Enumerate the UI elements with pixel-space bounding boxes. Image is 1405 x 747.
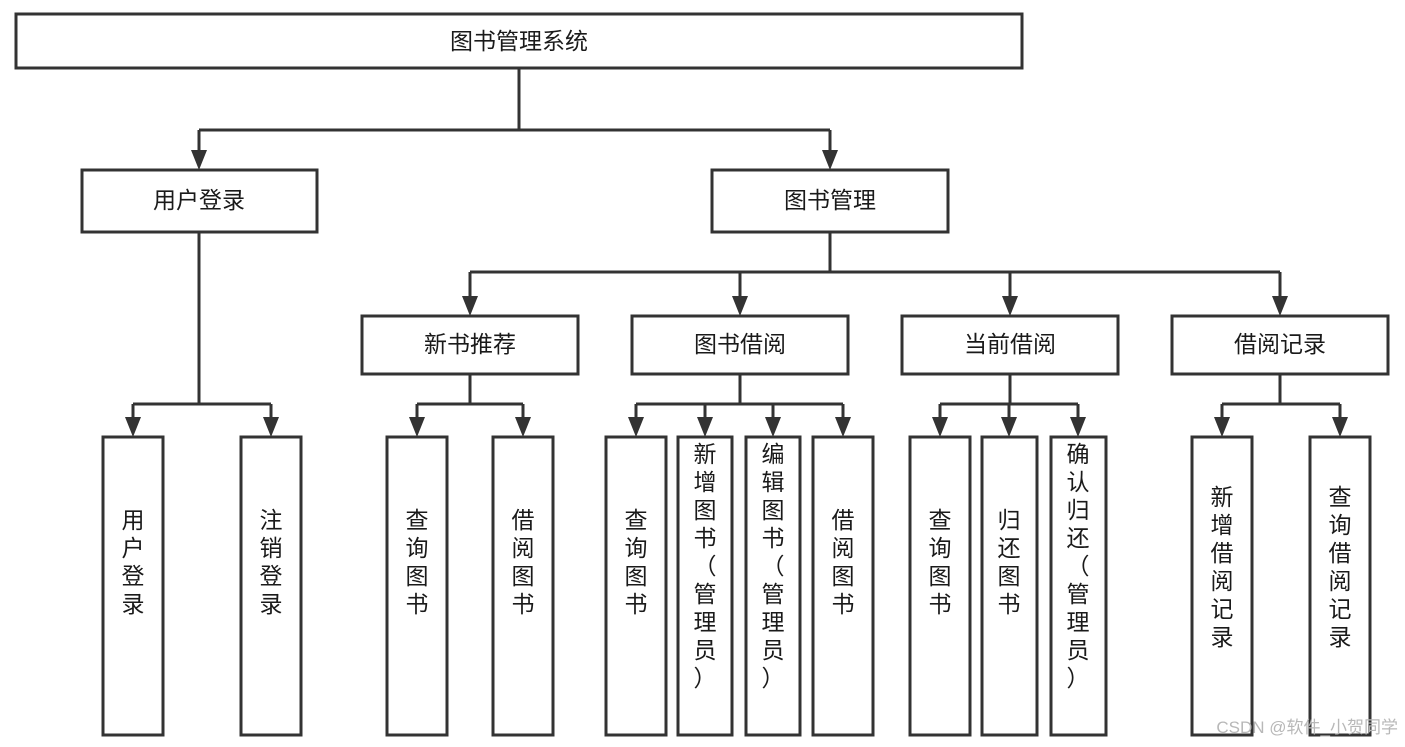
connector-group-root [191,68,838,170]
arrow-head-leaf-current-borrow-3 [1070,417,1086,437]
leaf-book-borrow-4-label: 借阅图书 [832,507,855,617]
leaf-new-book-1[interactable]: 查询图书 [385,435,449,737]
leaf-user-login-2-label: 注销登录 [260,507,283,617]
node-borrow-record[interactable]: 借阅记录 [1170,314,1390,376]
arrow-head-book-mgmt [822,150,838,170]
leaf-borrow-record-2[interactable]: 查询借阅记录 [1308,435,1372,737]
node-book-borrow-label: 图书借阅 [694,331,786,357]
arrow-head-leaf-user-login-1 [125,417,141,437]
leaf-user-login-1[interactable]: 用户登录 [101,435,165,737]
node-current-borrow-label: 当前借阅 [964,331,1056,357]
arrow-head-leaf-book-borrow-2 [697,417,713,437]
leaf-book-borrow-3-box[interactable] [744,435,802,737]
connector-group-new-book [409,374,531,437]
leaf-borrow-record-1-box[interactable] [1190,435,1254,737]
arrow-head-leaf-book-borrow-4 [835,417,851,437]
leaf-current-borrow-2[interactable]: 归还图书 [980,435,1039,737]
leaf-current-borrow-1[interactable]: 查询图书 [908,435,972,737]
node-book-borrow-box[interactable] [630,314,850,376]
node-borrow-record-label: 借阅记录 [1234,331,1326,357]
connector-group-book-mgmt [462,232,1288,316]
arrow-head-user-login [191,150,207,170]
arrow-head-new-book [462,296,478,316]
node-current-borrow-box[interactable] [900,314,1120,376]
connector-group-user-login [125,232,279,437]
leaf-new-book-1-box[interactable] [385,435,449,737]
node-root-label: 图书管理系统 [450,28,588,54]
arrow-head-leaf-new-book-1 [409,417,425,437]
leaf-current-borrow-3-label: 确认归还（管理员） [1067,441,1090,691]
node-new-book-recommend-box[interactable] [360,314,580,376]
leaf-user-login-2[interactable]: 注销登录 [239,435,303,737]
leaf-current-borrow-2-box[interactable] [980,435,1039,737]
node-book-management-label: 图书管理 [784,187,876,213]
leaf-book-borrow-4-box[interactable] [811,435,875,737]
leaf-current-borrow-3[interactable]: 确认归还（管理员） [1049,435,1108,737]
arrow-head-leaf-current-borrow-1 [932,417,948,437]
leaf-current-borrow-1-box[interactable] [908,435,972,737]
node-root-box[interactable] [14,12,1024,70]
leaf-book-borrow-3-label: 编辑图书（管理员） [762,441,785,691]
node-user-login-label: 用户登录 [153,187,245,213]
leaf-book-borrow-2-label: 新增图书（管理员） [694,441,717,691]
leaf-user-login-1-box[interactable] [101,435,165,737]
leaf-new-book-2-label: 借阅图书 [512,507,535,617]
leaf-current-borrow-3-box[interactable] [1049,435,1108,737]
node-book-management[interactable]: 图书管理 [710,168,950,234]
leaf-current-borrow-2-label: 归还图书 [998,507,1021,617]
arrow-head-leaf-book-borrow-3 [765,417,781,437]
node-book-management-box[interactable] [710,168,950,234]
arrow-head-leaf-new-book-2 [515,417,531,437]
leaf-borrow-record-2-label: 查询借阅记录 [1329,484,1352,650]
node-book-borrow[interactable]: 图书借阅 [630,314,850,376]
leaf-book-borrow-3[interactable]: 编辑图书（管理员） [744,435,802,737]
arrow-head-book-borrow [732,296,748,316]
node-user-login[interactable]: 用户登录 [80,168,319,234]
node-current-borrow[interactable]: 当前借阅 [900,314,1120,376]
leaf-book-borrow-1[interactable]: 查询图书 [604,435,668,737]
node-user-login-box[interactable] [80,168,319,234]
leaf-borrow-record-1[interactable]: 新增借阅记录 [1190,435,1254,737]
arrow-head-borrow-record [1272,296,1288,316]
connector-group-borrow-record [1214,374,1348,437]
arrow-head-leaf-book-borrow-1 [628,417,644,437]
arrow-head-leaf-borrow-record-2 [1332,417,1348,437]
leaf-new-book-2-box[interactable] [491,435,555,737]
leaf-book-borrow-1-box[interactable] [604,435,668,737]
connector-group-current-borrow [932,374,1086,437]
watermark-label: CSDN @软件_小贺同学 [1216,718,1398,737]
leaf-new-book-2[interactable]: 借阅图书 [491,435,555,737]
node-root[interactable]: 图书管理系统 [14,12,1024,70]
leaf-borrow-record-1-label: 新增借阅记录 [1211,484,1234,650]
arrow-head-leaf-current-borrow-2 [1001,417,1017,437]
leaf-user-login-2-box[interactable] [239,435,303,737]
node-new-book-recommend-label: 新书推荐 [424,331,516,357]
node-new-book-recommend[interactable]: 新书推荐 [360,314,580,376]
leaf-book-borrow-1-label: 查询图书 [625,507,648,617]
leaf-current-borrow-1-label: 查询图书 [929,507,952,617]
node-borrow-record-box[interactable] [1170,314,1390,376]
arrow-head-leaf-borrow-record-1 [1214,417,1230,437]
arrow-head-current-borrow [1002,296,1018,316]
leaf-book-borrow-4[interactable]: 借阅图书 [811,435,875,737]
leaf-book-borrow-2[interactable]: 新增图书（管理员） [676,435,734,737]
leaf-new-book-1-label: 查询图书 [406,507,429,617]
connector-group-book-borrow [628,374,851,437]
leaf-borrow-record-2-box[interactable] [1308,435,1372,737]
arrow-head-leaf-user-login-2 [263,417,279,437]
leaf-user-login-1-label: 用户登录 [122,507,145,617]
leaf-book-borrow-2-box[interactable] [676,435,734,737]
